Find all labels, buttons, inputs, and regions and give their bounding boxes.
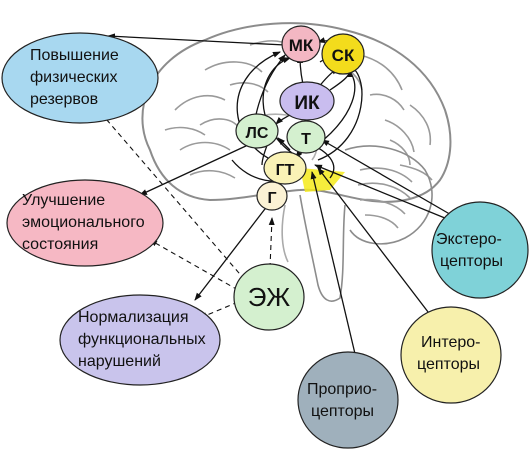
arrow-g-normalization	[194, 204, 269, 301]
outer-connections	[107, 33, 463, 359]
node-ls-label: ЛС	[246, 125, 269, 142]
outcome-reserves: Повышение физических резервов	[1, 32, 159, 124]
node-gt-label: ГТ	[276, 162, 295, 179]
arrow-extero-t	[321, 139, 461, 221]
extero-line-2: цепторы	[440, 253, 503, 270]
node-ik-label: ИК	[294, 93, 320, 114]
receptor-extero: Экстеро- цепторы	[431, 201, 529, 299]
arrow-intero-gt	[317, 167, 439, 326]
intero-line-2: цепторы	[417, 356, 480, 373]
node-g: Г	[256, 181, 288, 211]
proprio-line-1: Проприо-	[307, 381, 377, 398]
normalization-line-3: нарушений	[78, 353, 161, 370]
intero-line-1: Интеро-	[421, 334, 481, 351]
reserves-line-1: Повышение	[30, 47, 119, 64]
outcome-normalization: Нормализация функциональных нарушений	[59, 294, 221, 386]
node-sk-label: СК	[332, 46, 355, 65]
emotional-line-3: состояния	[22, 236, 98, 253]
yellow-highlight	[300, 168, 345, 192]
node-mk-label: МК	[289, 36, 314, 55]
node-sk: СК	[321, 33, 365, 75]
arrow-ls-emotional	[139, 144, 249, 196]
dashed-connections	[99, 111, 275, 319]
reserves-line-2: физических	[30, 69, 118, 86]
node-gt: ГТ	[263, 151, 307, 185]
emotional-line-1: Улучшение	[22, 192, 105, 209]
normalization-line-2: функциональных	[78, 331, 206, 348]
node-ik: ИК	[279, 81, 335, 121]
arrow-extero-gt	[314, 164, 463, 226]
extero-line-1: Экстеро-	[436, 231, 502, 248]
emotional-line-2: эмоционального	[22, 214, 145, 231]
node-mk: МК	[281, 25, 321, 63]
proprio-line-2: цепторы	[311, 403, 374, 420]
dash-ej-reserves	[99, 111, 246, 281]
arrow-proprio-gt	[310, 171, 357, 359]
node-t: Т	[286, 120, 326, 154]
node-t-label: Т	[301, 131, 311, 148]
dash-ej-normalization	[199, 301, 239, 319]
source-ej-label: ЭЖ	[248, 282, 290, 312]
receptor-intero: Интеро- цепторы	[400, 306, 502, 404]
outcome-emotional: Улучшение эмоционального состояния	[6, 179, 164, 267]
reserves-line-3: резервов	[30, 91, 98, 108]
dash-ej-emotional	[149, 239, 239, 291]
node-g-label: Г	[267, 190, 276, 207]
arrow-mk-reserves	[107, 33, 286, 46]
receptor-proprio: Проприо- цепторы	[297, 351, 399, 449]
node-ls: ЛС	[235, 113, 279, 149]
normalization-line-1: Нормализация	[78, 309, 189, 326]
dash-ej-g	[268, 217, 275, 269]
source-ej: ЭЖ	[233, 263, 305, 331]
